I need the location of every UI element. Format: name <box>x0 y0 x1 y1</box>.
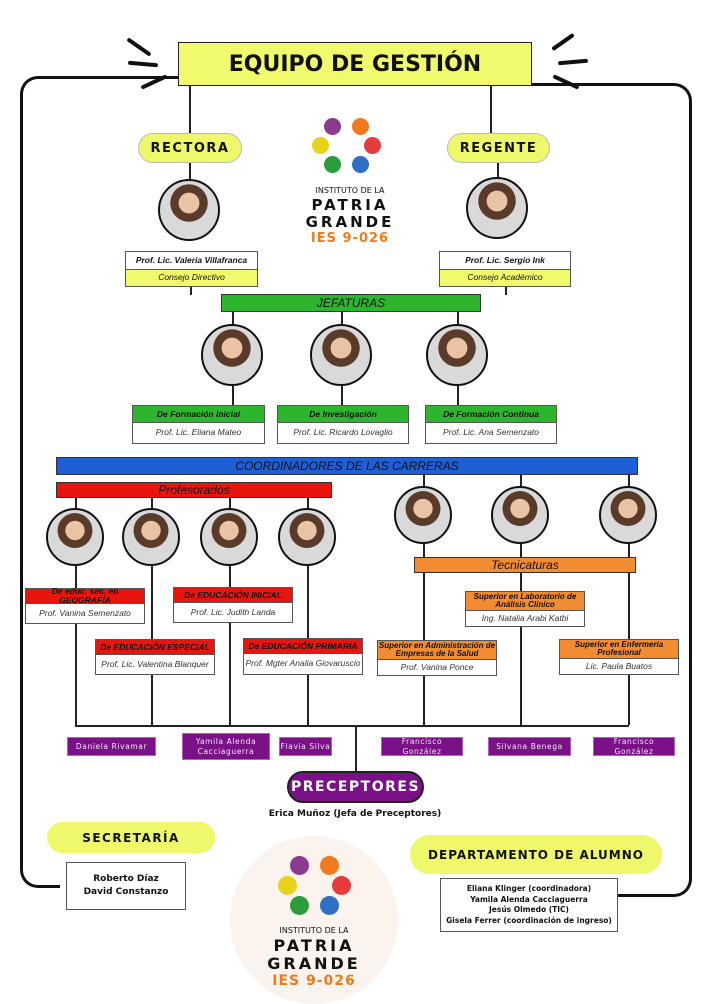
jefatura-photo <box>201 324 263 386</box>
member-name: Jesús Olmedo (TIC) <box>488 905 569 914</box>
logo-text: GRANDE <box>305 213 395 231</box>
institute-logo-bottom: INSTITUTO DE LA PATRIA GRANDE IES 9-026 <box>230 836 398 1004</box>
coordinator-photo <box>394 486 452 544</box>
logo-text: PATRIA <box>311 196 389 214</box>
preceptor-tag: Silvana Benega <box>488 737 571 756</box>
institute-logo: INSTITUTO DE LA PATRIA GRANDE IES 9-026 <box>290 110 410 255</box>
jefatura-photo <box>310 324 372 386</box>
member-name: Eliana Klinger (coordinadora) <box>466 884 592 893</box>
member-name: David Constanzo <box>83 887 169 897</box>
tecnicaturas-bar: Tecnicaturas <box>414 557 636 573</box>
coordinadores-bar: COORDINADORES DE LAS CARRERAS <box>56 457 638 475</box>
coordinator-photo <box>278 508 336 566</box>
profesorados-bar: Profesorados <box>56 482 332 498</box>
preceptor-tag: Yamila Alenda Cacciaguerra <box>182 733 270 760</box>
preceptor-tag: Daniela Rivamar <box>67 737 156 756</box>
rectora-card: Prof. Lic. Valeria Villafranca Consejo D… <box>125 251 258 287</box>
regente-label: REGENTE <box>447 133 550 163</box>
title-box: EQUIPO DE GESTIÓN <box>178 42 532 86</box>
member-name: Roberto Díaz <box>93 873 159 884</box>
rectora-label: RECTORA <box>138 133 242 163</box>
coordinator-photo <box>122 508 180 566</box>
logo-text: GRANDE <box>267 954 361 973</box>
logo-text: IES 9-026 <box>272 973 356 989</box>
coordinator-photo <box>599 486 657 544</box>
tecnicatura-card: Superior en Administración de Empresas d… <box>377 640 497 676</box>
regente-photo <box>466 177 528 239</box>
coordinator-photo <box>200 508 258 566</box>
jefaturas-bar: JEFATURAS <box>221 294 481 312</box>
departamento-members: Eliana Klinger (coordinadora) Yamila Ale… <box>440 878 618 932</box>
logo-text: IES 9-026 <box>310 231 390 246</box>
departamento-label: DEPARTAMENTO DE ALUMNO <box>410 835 662 874</box>
member-name: Gisela Ferrer (coordinación de ingreso) <box>446 915 612 925</box>
secretaria-label: SECRETARÍA <box>47 822 215 853</box>
rectora-photo <box>158 179 220 241</box>
preceptor-tag: Flavia Silva <box>279 737 332 756</box>
regente-card: Prof. Lic. Sergio Ink Consejo Académico <box>439 251 571 287</box>
logo-text: INSTITUTO DE LA <box>315 186 385 195</box>
coordinator-photo <box>46 508 104 566</box>
coordinator-photo <box>491 486 549 544</box>
member-name: Yamila Alenda Cacciaguerra <box>470 894 588 904</box>
preceptor-tag: Francisco González <box>381 737 463 756</box>
tecnicatura-card: Superior en Laboratorio de Análisis Clín… <box>465 591 585 627</box>
preceptores-label: PRECEPTORES <box>287 771 424 803</box>
logo-text: PATRIA <box>273 936 355 955</box>
logo-text: INSTITUTO DE LA <box>279 926 349 935</box>
jefatura-photo <box>426 324 488 386</box>
secretaria-members: Roberto Díaz David Constanzo <box>66 862 186 910</box>
preceptor-tag: Francisco González <box>593 737 675 756</box>
preceptores-head: Erica Muñoz (Jefa de Preceptores) <box>268 809 442 819</box>
